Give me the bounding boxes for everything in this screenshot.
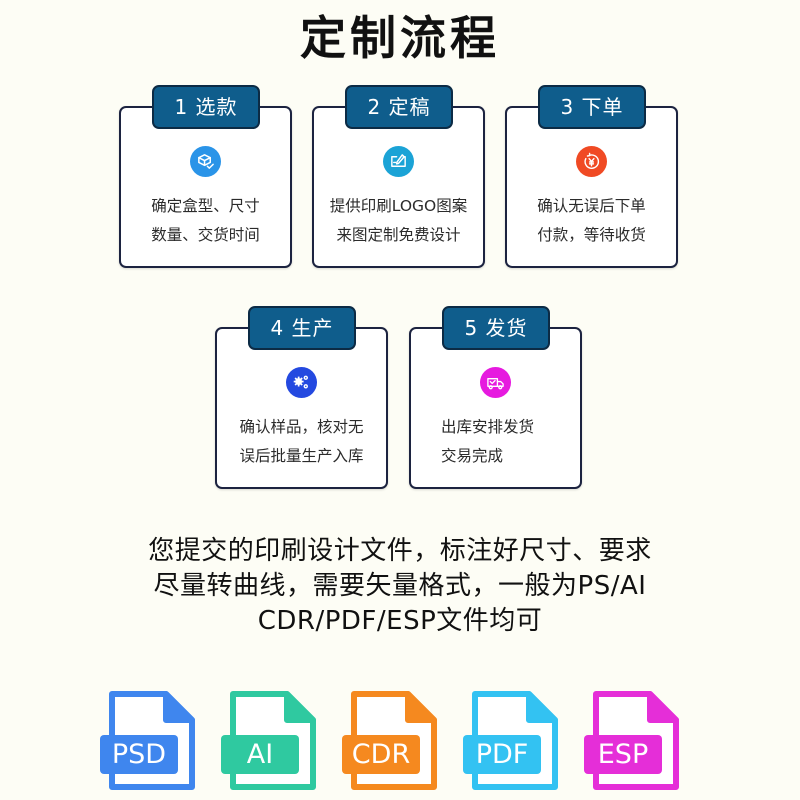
step-card-3: 3 下单 确认无误后下单 付款，等待收货 — [505, 85, 678, 268]
ai-file-icon: AI — [221, 688, 321, 794]
step-card-5: 5 发货 出库安排发货 交易完成 — [409, 306, 582, 489]
esp-file-icon: ESP — [584, 688, 684, 794]
box-check-icon — [190, 146, 221, 177]
step-card-2: 2 定稿 提供印刷LOGO图案 来图定制免费设计 — [312, 85, 485, 268]
edit-pen-icon — [383, 146, 414, 177]
step-tab-5: 5 发货 — [442, 306, 550, 350]
step-tab-2: 2 定稿 — [345, 85, 453, 129]
step-tab-3: 3 下单 — [538, 85, 646, 129]
psd-file-icon: PSD — [100, 688, 200, 794]
cdr-file-icon: CDR — [342, 688, 442, 794]
page-title: 定制流程 — [300, 11, 500, 65]
file-type-icons: PSD AI CDR PDF ESP — [0, 688, 800, 798]
step-description-3: 确认无误后下单 付款，等待收货 — [537, 197, 646, 244]
step-description-5: 出库安排发货 交易完成 — [441, 418, 535, 465]
step-card-4: 4 生产 确认样品，核对无 误后批量生产入库 — [215, 306, 388, 489]
step-description-2: 提供印刷LOGO图案 来图定制免费设计 — [329, 197, 468, 244]
step-card-1: 1 选款 确定盒型、尺寸 数量、交货时间 — [119, 85, 292, 268]
file-requirements-notice: 您提交的印刷设计文件，标注好尺寸、要求 尽量转曲线，需要矢量格式，一般为PS/A… — [148, 536, 652, 636]
step-tab-4: 4 生产 — [248, 306, 356, 350]
yen-refresh-icon — [576, 146, 607, 177]
step-description-1: 确定盒型、尺寸 数量、交货时间 — [151, 197, 260, 244]
delivery-truck-icon — [480, 367, 511, 398]
pdf-file-icon: PDF — [463, 688, 563, 794]
gears-icon — [286, 367, 317, 398]
step-description-4: 确认样品，核对无 误后批量生产入库 — [239, 418, 364, 465]
step-tab-1: 1 选款 — [152, 85, 260, 129]
